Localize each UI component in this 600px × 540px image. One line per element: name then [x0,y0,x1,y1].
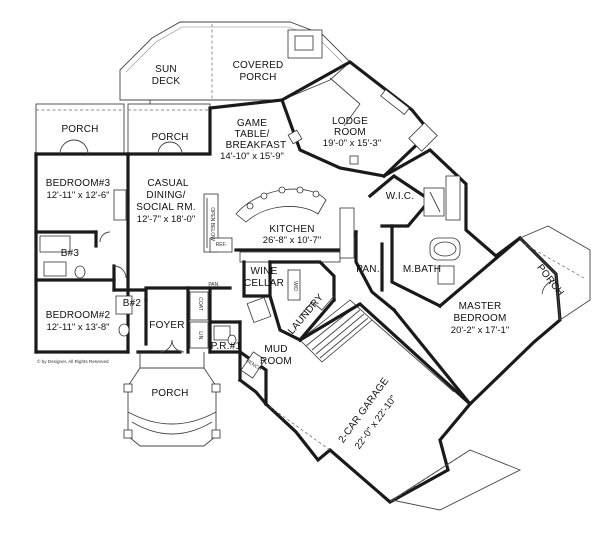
bedroom2-label: BEDROOM#2 [46,310,111,321]
column-1 [287,129,303,145]
bedroom3-label: BEDROOM#3 [46,178,111,189]
b2-label: B#2 [123,298,142,309]
front-porch [123,339,221,447]
bedroom3-dim: 12'-11" x 12'-6" [46,190,109,201]
casual-dining-label-2: DINING/ [146,190,185,201]
lodge-wing [279,60,438,179]
covered-porch-label-2: PORCH [239,72,276,83]
column-2 [349,155,359,165]
sun-deck-area [119,21,351,104]
bath3-fixtures [39,189,133,337]
copyright-text: © by Designer. All Rights Reserved [37,358,109,364]
master-bedroom-label-1: MASTER [459,301,502,312]
coat-closet [189,291,209,321]
porch-top-left-label: PORCH [61,124,98,135]
linen-closet [189,321,209,349]
porch-bottom-label: PORCH [151,388,188,399]
wine-laundry [242,260,337,343]
lodge-room-label-1: LODGE [332,116,368,127]
built-in-shelf [380,89,410,115]
garage [263,302,522,511]
coat-label: COAT [197,297,203,311]
wine-cellar-label-2: CELLAR [244,278,284,289]
pantry-box [209,237,233,253]
ref-label: REF. [216,242,227,248]
mud-room [213,325,269,407]
linen-label: LIN. [197,331,203,340]
pr1-label: P.R.#1 [211,341,242,352]
casual-dining-label-3: SOCIAL RM. [136,202,195,213]
game-table-label-1: GAME [237,118,267,129]
b3-label: B#3 [61,248,80,259]
wic-label: W.I.C. [386,191,414,202]
foyer-closets [189,291,266,379]
foyer-label: FOYER [149,320,184,331]
mud-room-label-2: ROOM [260,356,292,367]
sun-deck-label-2: DECK [152,76,181,87]
fireplace [408,122,438,152]
bedroom2-dim: 12'-11" x 13'-8" [46,322,109,333]
door-swings [59,139,183,279]
casual-dining-dim: 12'-7" x 18'-0" [137,214,195,225]
porch-top-center-label: PORCH [151,132,188,143]
kitchen-label: KITCHEN [269,224,314,235]
shower [423,187,445,217]
mbath-label: M.BATH [403,264,441,275]
sun-deck-label-1: SUN [155,64,177,75]
covered-porch-label-1: COVERED [233,60,284,71]
bench [240,351,266,379]
kitchen-dim: 26'-8" x 10'-7" [263,235,321,246]
closet-bed3 [113,189,127,221]
game-table-label-2: TABLE/ [235,129,270,140]
main-walls [34,98,284,382]
mud-room-label-1: MUD [264,344,287,355]
pan-label: PAN. [356,264,379,275]
game-table-dim: 14'-10" x 15'-9" [220,151,284,162]
casual-dining-label-1: CASUAL [147,178,188,189]
game-table-label-3: BREAKFAST [226,140,287,151]
pan-small-label: PAN. [208,282,219,288]
lodge-room-dim: 19'-0" x 15'-3" [323,138,381,149]
master-bedroom-dim: 20'-2" x 17'-1" [451,325,509,336]
wine-cellar-label-1: WINE [251,266,278,277]
master-suite [354,148,523,313]
master-bedroom-label-2: BEDROOM [453,313,506,324]
pantry-counter [339,207,355,259]
lodge-room-label-2: ROOM [334,127,366,138]
open-below-label: OPEN BELOW [209,207,215,241]
w-d-label: W/D [292,281,298,291]
kitchen [209,186,359,263]
